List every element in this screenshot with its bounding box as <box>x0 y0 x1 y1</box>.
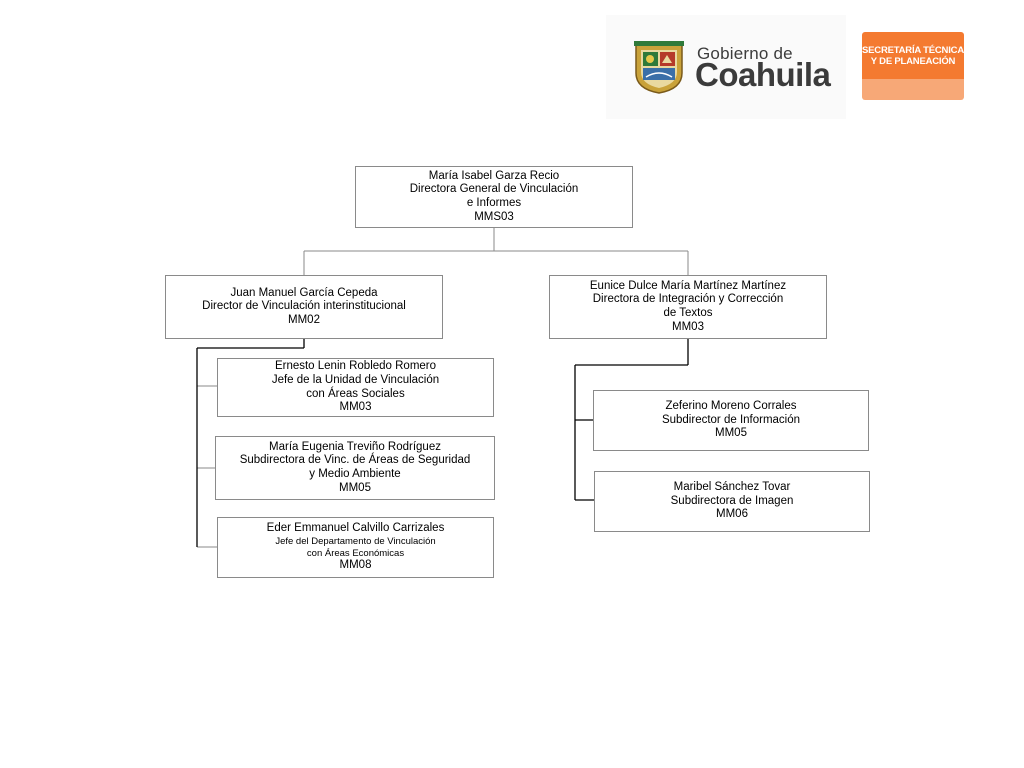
secretariat-badge: SECRETARÍA TÉCNICA Y DE PLANEACIÓN <box>862 32 964 100</box>
position-title: Jefe de la Unidad de Vinculación <box>271 373 440 386</box>
person-name: Zeferino Moreno Corrales <box>665 400 797 413</box>
coat-of-arms-icon <box>634 41 684 94</box>
position-title: Directora de Integración y Corrección <box>592 293 784 306</box>
badge-line-2: Y DE PLANEACIÓN <box>870 56 956 67</box>
position-title: Subdirector de Información <box>661 413 801 426</box>
org-box-image-subdirector: Maribel Sánchez Tovar Subdirectora de Im… <box>594 471 870 532</box>
government-label: Gobierno de <box>697 44 793 63</box>
person-name: Eder Emmanuel Calvillo Carrizales <box>266 522 445 535</box>
position-title: con Áreas Sociales <box>306 387 405 400</box>
state-name: Coahuila <box>695 56 831 93</box>
position-title: de Textos <box>663 307 713 319</box>
position-code: MM05 <box>715 427 747 440</box>
badge-line-1: SECRETARÍA TÉCNICA <box>862 45 964 56</box>
position-code: MM05 <box>339 481 371 494</box>
position-code: MM03 <box>339 401 372 414</box>
org-box-security-environment: María Eugenia Treviño Rodríguez Subdirec… <box>215 436 495 500</box>
position-title: e Informes <box>466 197 522 209</box>
person-name: Maribel Sánchez Tovar <box>673 481 791 494</box>
position-title: Directora General de Vinculación <box>409 183 579 196</box>
person-name: Eunice Dulce María Martínez Martínez <box>589 279 787 292</box>
position-title: con Áreas Económicas <box>306 547 405 559</box>
position-code: MM06 <box>716 508 748 521</box>
position-code: MM08 <box>339 559 372 571</box>
position-title: Subdirectora de Imagen <box>670 494 794 507</box>
org-box-director-integration: Eunice Dulce María Martínez Martínez Dir… <box>549 275 827 339</box>
person-name: Juan Manuel García Cepeda <box>230 286 378 299</box>
org-box-director-general: María Isabel Garza Recio Directora Gener… <box>355 166 633 228</box>
position-title: Director de Vinculación interinstitucion… <box>202 300 406 313</box>
position-title: y Medio Ambiente <box>309 468 401 480</box>
org-box-information-subdirector: Zeferino Moreno Corrales Subdirector de … <box>593 390 869 451</box>
org-box-economic-areas-department: Eder Emmanuel Calvillo Carrizales Jefe d… <box>217 517 494 578</box>
org-box-social-areas-unit: Ernesto Lenin Robledo Romero Jefe de la … <box>217 358 494 417</box>
position-code: MMS03 <box>474 210 514 223</box>
position-code: MM03 <box>672 320 704 333</box>
org-box-director-interinstitutional: Juan Manuel García Cepeda Director de Vi… <box>165 275 443 339</box>
person-name: María Isabel Garza Recio <box>428 169 560 182</box>
position-title: Jefe del Departamento de Vinculación <box>275 536 436 547</box>
position-code: MM02 <box>288 313 320 326</box>
person-name: María Eugenia Treviño Rodríguez <box>269 440 441 453</box>
position-title: Subdirectora de Vinc. de Áreas de Seguri… <box>239 454 471 467</box>
person-name: Ernesto Lenin Robledo Romero <box>274 360 437 373</box>
